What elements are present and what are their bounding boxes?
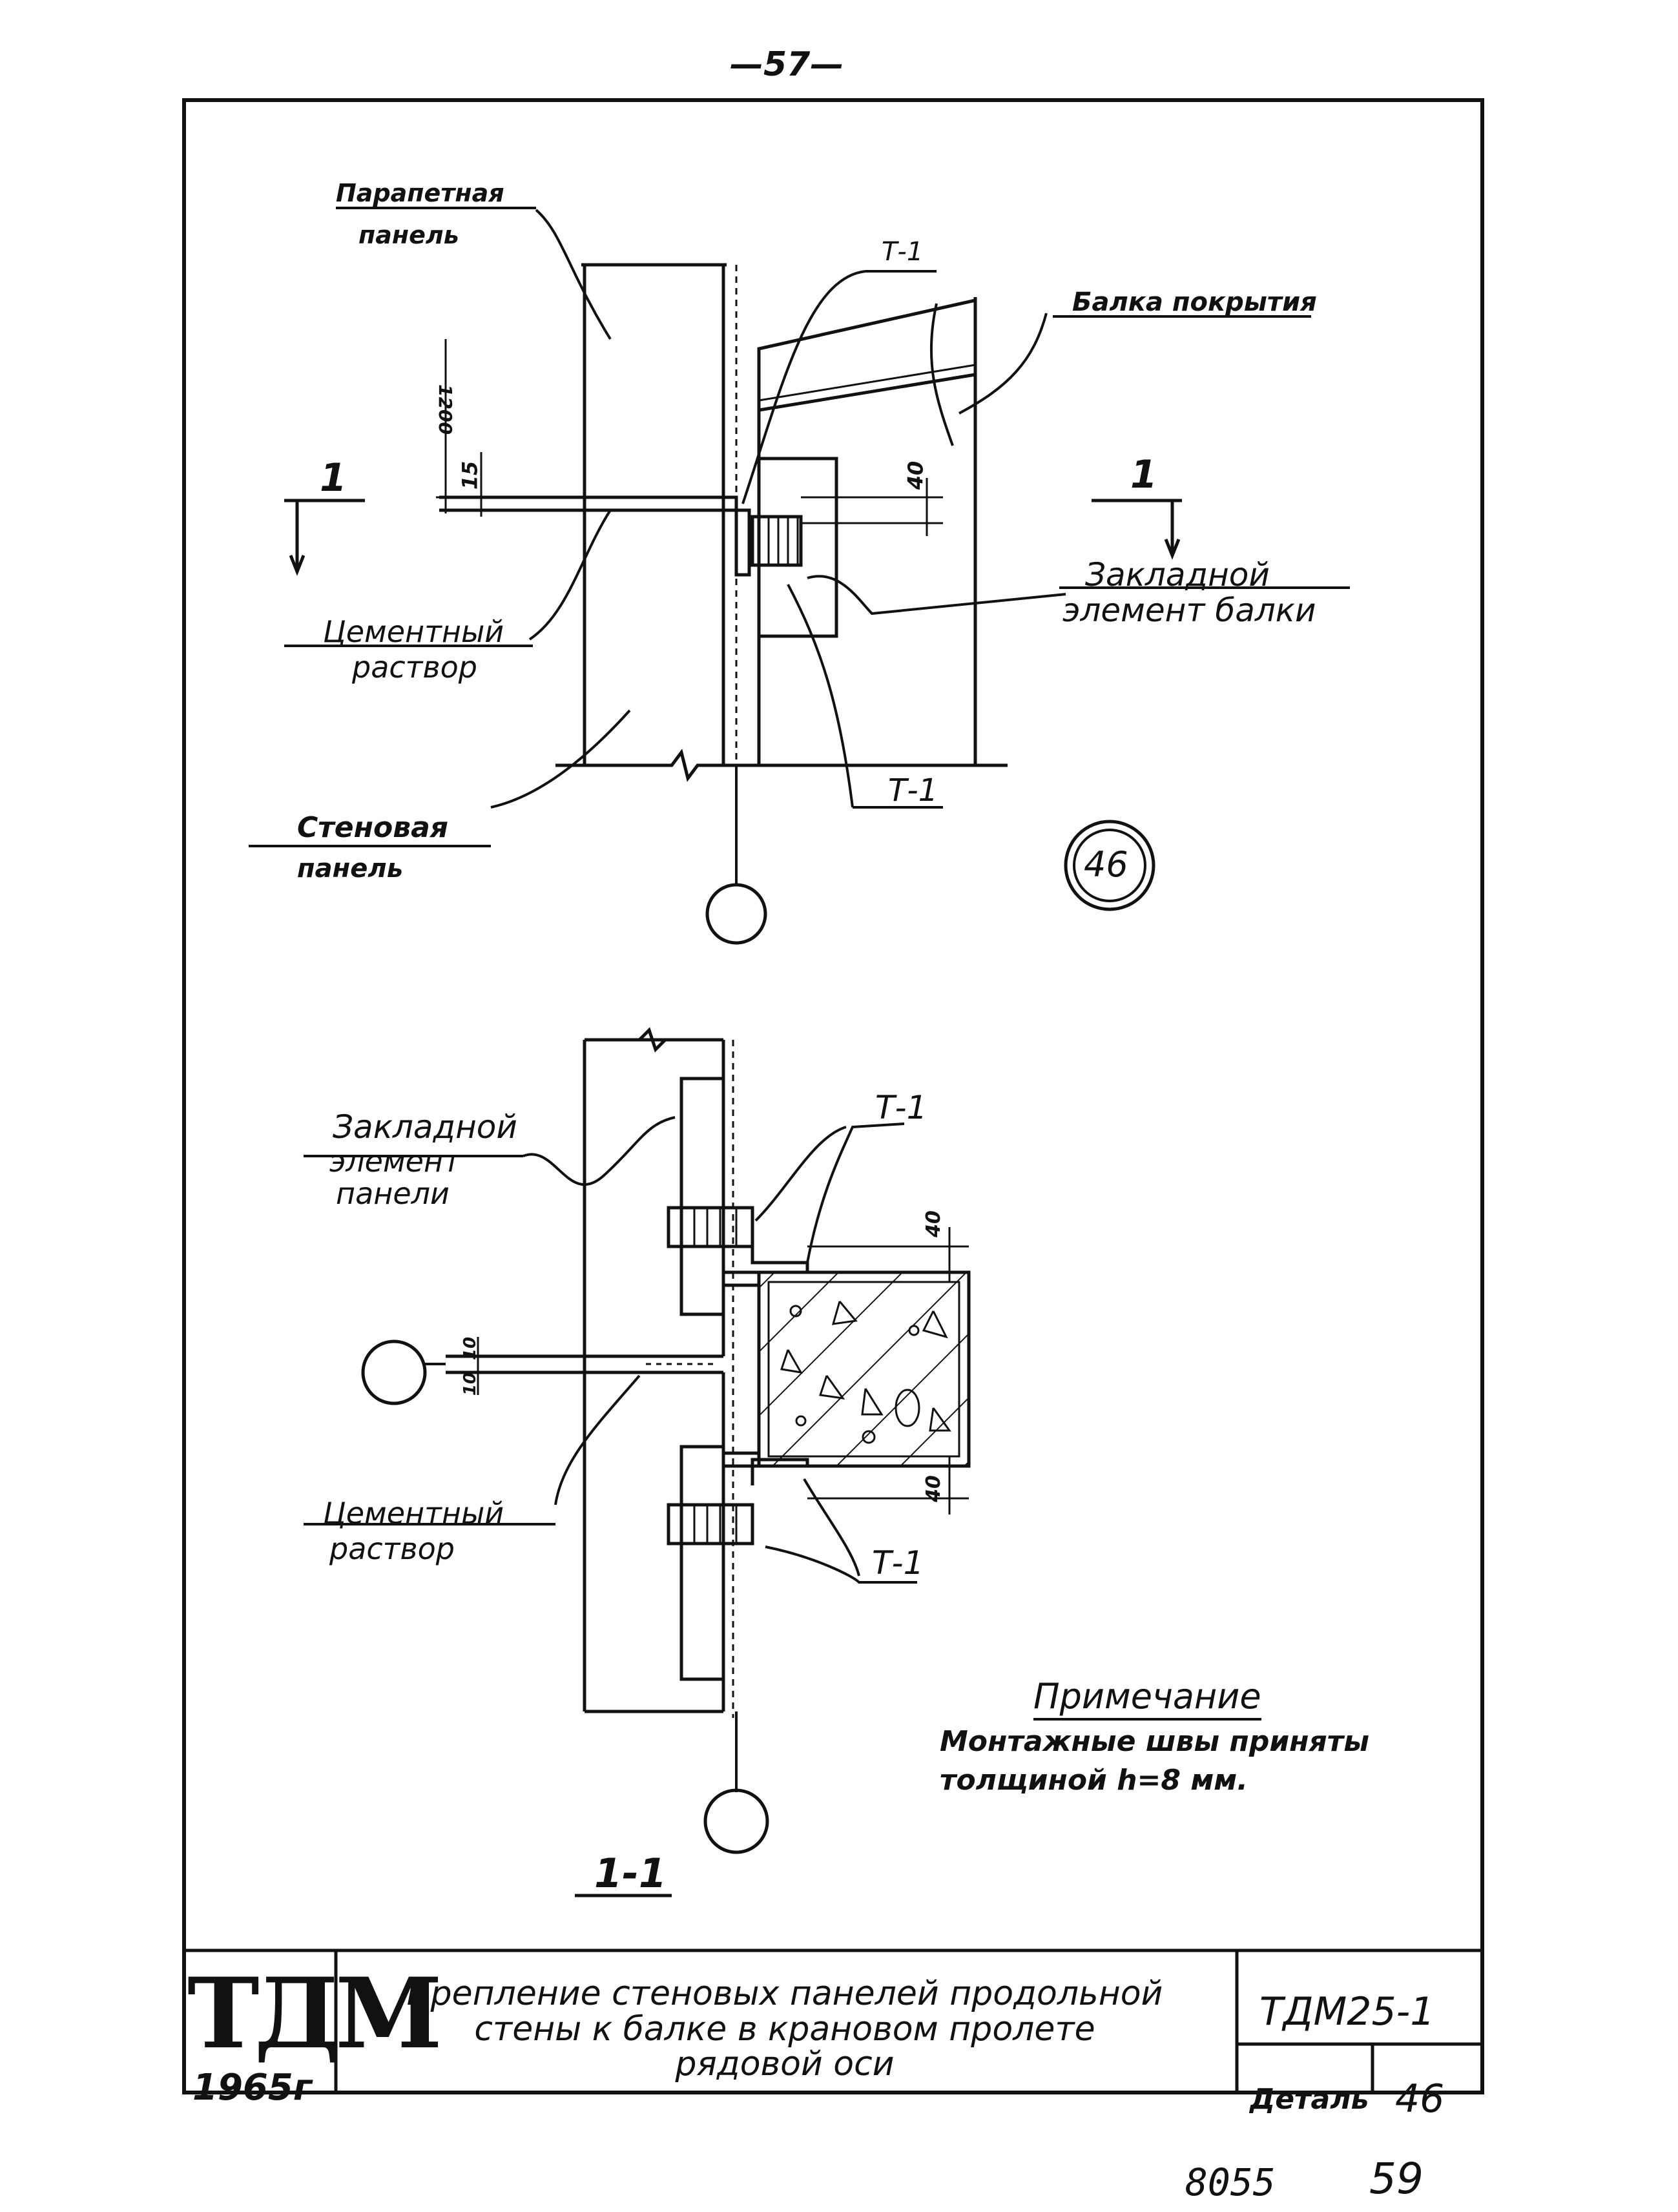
drawing-title: Крепление стеновых панелей продольной ст… bbox=[349, 1976, 1221, 2082]
detail-number-circle: 46 bbox=[1084, 844, 1128, 885]
section-mark-left: 1 bbox=[320, 455, 347, 501]
dim-40-top: 40 bbox=[903, 460, 928, 490]
label-embedded-beam-1: Закладной bbox=[1085, 556, 1270, 594]
detail-label: Деталь bbox=[1250, 2083, 1369, 2116]
label-embedded-panel-1: Закладной bbox=[333, 1108, 517, 1146]
dim-15: 15 bbox=[457, 460, 482, 490]
label-parapet-panel-2: панель bbox=[358, 221, 459, 249]
section-label-1-1: 1-1 bbox=[594, 1850, 667, 1897]
label-parapet-panel-1: Парапетная bbox=[336, 179, 504, 207]
label-weld-t1-top-2: Т-1 bbox=[875, 1089, 927, 1126]
label-cement-mortar-lower-2: раствор bbox=[329, 1531, 455, 1566]
section-mark-right: 1 bbox=[1130, 452, 1157, 497]
label-roof-beam: Балка покрытия bbox=[1072, 287, 1317, 317]
series-code: ТДМ25-1 bbox=[1259, 1989, 1435, 2034]
label-wall-panel-1: Стеновая bbox=[297, 811, 449, 844]
title-block-lines bbox=[184, 1948, 1482, 2093]
sheet-number: 59 bbox=[1369, 2154, 1424, 2204]
detail-2-geometry bbox=[304, 1027, 971, 1897]
label-weld-t1-top: Т-1 bbox=[882, 237, 924, 267]
drawing-title-line-1: Крепление стеновых панелей продольной bbox=[406, 1974, 1163, 2013]
page-number: —57— bbox=[730, 45, 844, 84]
label-wall-panel-2: панель bbox=[297, 854, 403, 884]
label-cement-mortar-2: раствор bbox=[352, 650, 477, 685]
dim-10-a: 10 bbox=[461, 1336, 481, 1361]
dim-40-upper: 40 bbox=[922, 1210, 945, 1237]
detail-1-geometry bbox=[249, 207, 1350, 945]
label-cement-mortar-lower-1: Цементный bbox=[323, 1496, 504, 1531]
dim-1200: 1200 bbox=[434, 384, 456, 435]
label-embedded-beam-2: элемент балки bbox=[1062, 592, 1316, 629]
drawing-frame bbox=[182, 98, 1484, 2094]
label-cement-mortar-1: Цементный bbox=[323, 614, 504, 649]
note-line-1: Монтажные швы приняты bbox=[940, 1725, 1370, 1758]
dim-40-lower: 40 bbox=[922, 1475, 945, 1502]
drawing-title-line-3: рядовой оси bbox=[675, 2045, 895, 2084]
title-block-year: 1965г bbox=[192, 2067, 313, 2109]
note-heading: Примечание bbox=[1033, 1679, 1261, 1721]
detail-number: 46 bbox=[1395, 2076, 1445, 2122]
label-embedded-panel-3: панели bbox=[336, 1176, 450, 1211]
drawing-title-line-2: стены к балке в крановом пролете bbox=[474, 2009, 1095, 2049]
dim-10-b: 10 bbox=[461, 1372, 481, 1396]
label-weld-t1-bottom: Т-1 bbox=[888, 772, 938, 809]
organization-logo: ТДМ bbox=[187, 1957, 442, 2071]
note-line-2: толщиной h=8 мм. bbox=[940, 1764, 1248, 1797]
label-embedded-panel-2: элемент bbox=[329, 1144, 461, 1179]
archive-number: 8055 bbox=[1185, 2160, 1276, 2204]
label-weld-t1-bottom-2: Т-1 bbox=[872, 1544, 924, 1582]
